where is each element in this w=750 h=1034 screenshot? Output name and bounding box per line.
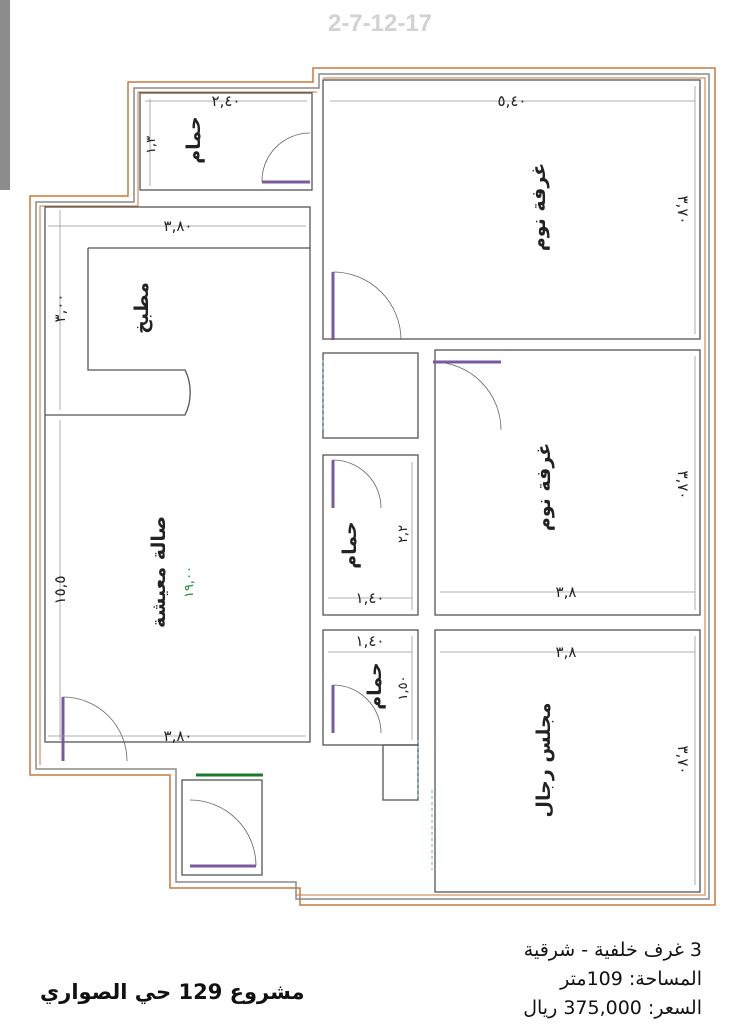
dim-majlis-width: ٣,٨ bbox=[556, 643, 577, 661]
info-rooms: 3 غرف خلفية - شرقية bbox=[523, 939, 702, 961]
dim-bath-lower-width: ١,٤٠ bbox=[356, 632, 385, 650]
dimension-labels: ٢,٤٠ ١,٣ ٥,٤٠ ٣,٧٠ ٣,٨٠ ٣,٠٠ ١٥,٥ ١٩,٠٠ … bbox=[51, 92, 692, 774]
dim-bedroom-2-width: ٣,٨ bbox=[556, 583, 577, 601]
door-bath-middle bbox=[332, 459, 382, 509]
dim-living-width-top: ٣,٨٠ bbox=[164, 217, 193, 235]
bedroom-2-wall bbox=[434, 349, 701, 616]
label-living: صالة معيشة bbox=[148, 516, 170, 628]
dim-bedroom-2-height: ٣,٧٠ bbox=[674, 471, 692, 500]
door-swings bbox=[62, 132, 502, 867]
dim-majlis-height: ٣,٧٠ bbox=[674, 746, 692, 775]
dim-bath-top-width: ٢,٤٠ bbox=[212, 92, 241, 110]
dim-bath-top-height: ١,٣ bbox=[144, 136, 159, 154]
dim-bath-middle-height: ٢,٢ bbox=[396, 525, 411, 543]
dimension-lines bbox=[48, 86, 696, 885]
majlis-wall bbox=[434, 629, 701, 893]
room-walls bbox=[44, 79, 701, 893]
dim-bath-lower-height: ١,٥٠ bbox=[396, 675, 411, 700]
kitchen-wall bbox=[45, 247, 310, 416]
listing-info: 3 غرف خلفية - شرقية المساحة: 109متر السع… bbox=[523, 936, 702, 1023]
label-majlis: مجلس رجال bbox=[533, 703, 555, 818]
label-bath-lower: حمام bbox=[364, 662, 386, 710]
info-area: المساحة: 109متر bbox=[560, 968, 702, 990]
outer-walls bbox=[29, 67, 716, 906]
door-bedroom-1 bbox=[332, 271, 402, 341]
door-bath-lower bbox=[332, 684, 382, 734]
lobby-box bbox=[382, 744, 419, 801]
door-living bbox=[62, 696, 128, 762]
label-bath-middle: حمام bbox=[339, 521, 361, 569]
label-bedroom-2: غرفة نوم bbox=[533, 443, 555, 531]
entry-wall bbox=[181, 779, 263, 876]
label-bedroom-1: غرفة نوم bbox=[528, 163, 550, 251]
plan-code: 2-7-12-17 bbox=[327, 10, 433, 37]
living-wall bbox=[44, 206, 311, 743]
openings bbox=[322, 360, 433, 870]
bath-top-wall bbox=[139, 92, 313, 191]
dim-living-area: ١٩,٠٠ bbox=[182, 566, 197, 598]
door-leaves bbox=[61, 180, 501, 868]
info-price: السعر: 375,000 ريال bbox=[523, 997, 702, 1019]
label-bath-top: حمام bbox=[183, 116, 205, 164]
bedroom-1-wall bbox=[322, 79, 701, 340]
door-bedroom-2 bbox=[432, 361, 502, 431]
project-title: مشروع 129 حي الصواري bbox=[40, 980, 305, 1004]
dim-bedroom-1-height: ٣,٧٠ bbox=[674, 196, 692, 225]
room-labels: حمام غرفة نوم مطبخ غرفة نوم صالة معيشة ح… bbox=[131, 116, 555, 817]
bath-lower-wall bbox=[322, 629, 419, 746]
dim-living-height: ١٥,٥ bbox=[51, 576, 69, 605]
dim-living-width-bottom: ٣,٨٠ bbox=[164, 727, 193, 745]
label-kitchen: مطبخ bbox=[131, 282, 153, 334]
bath-middle-wall bbox=[322, 454, 419, 616]
corridor-box bbox=[322, 352, 419, 439]
door-bath-top bbox=[261, 132, 311, 183]
dim-bedroom-1-width: ٥,٤٠ bbox=[498, 92, 527, 110]
left-edge-bar bbox=[0, 0, 10, 190]
dim-bath-middle-width: ١,٤٠ bbox=[356, 589, 385, 607]
door-entry bbox=[189, 799, 257, 867]
dim-kitchen-height: ٣,٠٠ bbox=[51, 294, 69, 323]
